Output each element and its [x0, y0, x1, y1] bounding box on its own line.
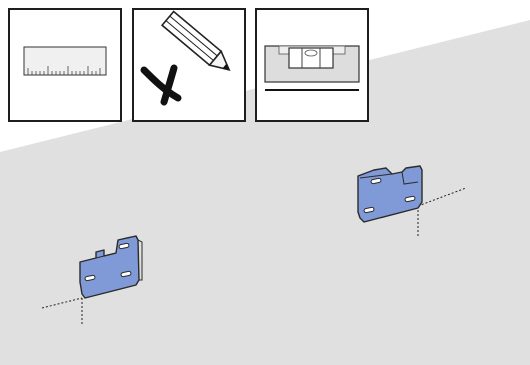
ruler-icon: [23, 46, 107, 76]
pencil-mark-icon: [140, 10, 231, 106]
wall-bracket-right: [357, 165, 467, 236]
wall-bracket-left: [41, 235, 143, 324]
tool-box-level: [255, 8, 369, 122]
spirit-level-icon: [264, 45, 360, 91]
tool-box-ruler: [8, 8, 122, 122]
tool-box-pencil: [132, 8, 246, 122]
